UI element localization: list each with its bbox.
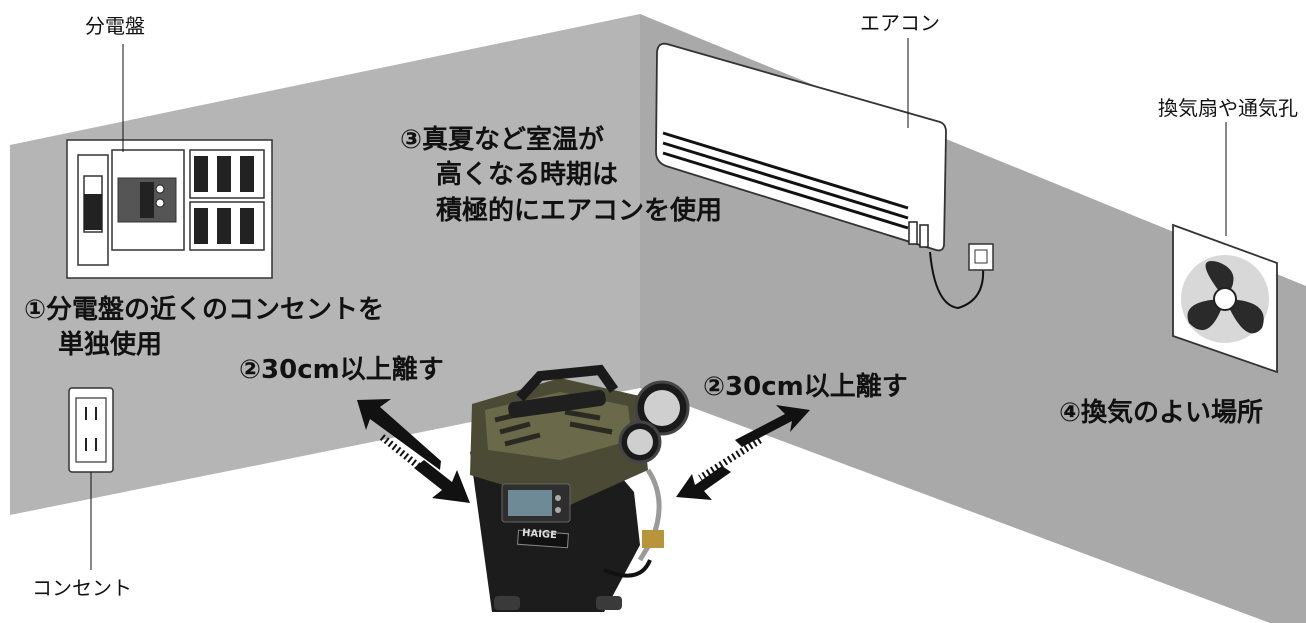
tip2-left: ②30cm以上離す (239, 355, 444, 385)
vent-fan (1172, 223, 1278, 374)
air-conditioner (655, 42, 994, 310)
air-conditioner-label: エアコン (860, 11, 940, 35)
tip1-line1: ①分電盤の近くのコンセントを (24, 295, 385, 325)
tip1-line2: 単独使用 (58, 330, 163, 360)
right-distance-arrow (676, 405, 810, 500)
breaker-panel (66, 139, 273, 279)
left-distance-arrow (357, 399, 470, 503)
brand-label: HAIGE (521, 527, 558, 542)
air-compressor (470, 364, 690, 612)
wall-outlet (68, 387, 114, 473)
breaker-panel-label: 分電盤 (85, 14, 145, 38)
tip3-line1: ③真夏など室温が (400, 125, 605, 155)
tip3-line3: 積極的にエアコンを使用 (436, 196, 723, 226)
tip3-line2: 高くなる時期は (436, 160, 619, 190)
outlet-label: コンセント (32, 576, 132, 600)
vent-fan-label: 換気扇や通気孔 (1158, 96, 1298, 120)
tip4: ④換気のよい場所 (1059, 398, 1264, 428)
tip2-right: ②30cm以上離す (703, 372, 908, 402)
